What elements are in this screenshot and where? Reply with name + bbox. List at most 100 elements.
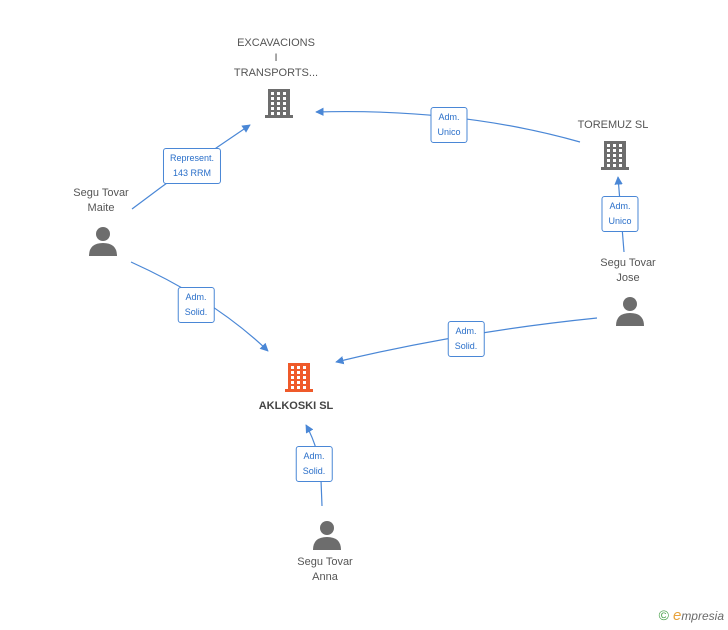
edge-label-jose-toremuz[interactable]: Adm. Unico xyxy=(601,196,639,232)
person-body xyxy=(89,243,117,256)
edge-label-line: Adm. xyxy=(455,326,477,336)
node-label-line: TOREMUZ SL xyxy=(577,119,649,131)
edge-label-toremuz-excavacions[interactable]: Adm. Unico xyxy=(430,107,468,143)
node-label-excavacions[interactable]: EXCAVACIONS I TRANSPORTS... xyxy=(234,36,318,81)
edge-label-line: Adm. xyxy=(438,112,460,122)
person-head xyxy=(320,521,334,535)
building-window xyxy=(297,376,300,379)
excavacions-building-icon xyxy=(265,89,293,118)
maite-person-icon xyxy=(89,227,117,256)
node-label-line: EXCAVACIONS xyxy=(237,37,315,49)
building-window xyxy=(607,144,610,147)
node-label-line: I xyxy=(274,52,278,64)
node-label-line: Jose xyxy=(616,272,640,284)
building-base xyxy=(285,389,313,392)
building-window xyxy=(271,102,274,105)
building-window xyxy=(613,154,616,157)
edge-label-maite-excavacions[interactable]: Represent. 143 RRM xyxy=(162,148,222,184)
building-window xyxy=(303,371,306,374)
building-window xyxy=(613,149,616,152)
building-window xyxy=(271,107,274,110)
building-window xyxy=(291,386,294,389)
brand-logo-letter: e xyxy=(672,607,682,624)
edge-label-line: Represent. xyxy=(169,153,215,163)
edge-label-line: 143 RRM xyxy=(172,168,211,178)
toremuz-building-icon xyxy=(601,141,629,170)
node-label-toremuz[interactable]: TOREMUZ SL xyxy=(578,118,649,133)
aklkoski-building-icon xyxy=(285,363,313,392)
brand-logo-text: mpresia xyxy=(681,609,724,623)
building-window xyxy=(291,371,294,374)
person-head xyxy=(623,297,637,311)
building-window xyxy=(619,144,622,147)
node-label-line: Segu Tovar xyxy=(297,556,353,568)
building-window xyxy=(297,366,300,369)
building-window xyxy=(619,159,622,162)
building-window xyxy=(283,97,286,100)
edge-label-line: Adm. xyxy=(609,201,631,211)
building-window xyxy=(291,381,294,384)
building-window xyxy=(619,164,622,167)
building-window xyxy=(283,112,286,115)
anna-person-icon xyxy=(313,521,341,550)
building-window xyxy=(277,92,280,95)
building-window xyxy=(607,149,610,152)
building-window xyxy=(283,92,286,95)
node-label-line: Maite xyxy=(87,202,115,214)
node-label-line: Segu Tovar xyxy=(73,187,129,199)
node-label-aklkoski[interactable]: AKLKOSKI SL xyxy=(259,399,334,414)
copyright-icon: © xyxy=(658,607,669,623)
building-window xyxy=(277,97,280,100)
building-window xyxy=(607,164,610,167)
edge-label-line: Solid. xyxy=(302,466,326,476)
building-window xyxy=(271,92,274,95)
icons-layer xyxy=(89,89,644,550)
building-window xyxy=(283,102,286,105)
person-head xyxy=(96,227,110,241)
building-window xyxy=(303,376,306,379)
node-label-line: Segu Tovar xyxy=(600,257,656,269)
building-window xyxy=(297,386,300,389)
edge-label-line: Unico xyxy=(437,127,461,137)
building-window xyxy=(607,159,610,162)
building-window xyxy=(607,154,610,157)
building-base xyxy=(601,167,629,170)
person-body xyxy=(313,537,341,550)
node-label-line: AKLKOSKI SL xyxy=(258,400,334,412)
building-window xyxy=(277,112,280,115)
node-label-line: Anna xyxy=(312,571,338,583)
building-window xyxy=(303,386,306,389)
building-base xyxy=(265,115,293,118)
building-window xyxy=(291,366,294,369)
building-window xyxy=(619,154,622,157)
edge-label-maite-aklkoski[interactable]: Adm. Solid. xyxy=(177,287,215,323)
building-window xyxy=(297,371,300,374)
person-body xyxy=(616,313,644,326)
building-window xyxy=(619,149,622,152)
building-window xyxy=(277,107,280,110)
building-window xyxy=(303,381,306,384)
node-label-line: TRANSPORTS... xyxy=(233,67,319,79)
edge-label-line: Solid. xyxy=(454,341,478,351)
building-window xyxy=(613,144,616,147)
building-window xyxy=(613,159,616,162)
footer-brand: ©empresia xyxy=(659,607,724,624)
building-window xyxy=(613,164,616,167)
building-window xyxy=(297,381,300,384)
building-window xyxy=(303,366,306,369)
edge-label-jose-aklkoski[interactable]: Adm. Solid. xyxy=(447,321,485,357)
jose-person-icon xyxy=(616,297,644,326)
edge-label-line: Adm. xyxy=(185,292,207,302)
building-window xyxy=(291,376,294,379)
edge-label-line: Unico xyxy=(608,216,632,226)
building-window xyxy=(271,112,274,115)
edge-label-anna-aklkoski[interactable]: Adm. Solid. xyxy=(295,446,333,482)
edge-label-line: Solid. xyxy=(184,307,208,317)
edge-label-line: Adm. xyxy=(303,451,325,461)
building-window xyxy=(271,97,274,100)
building-window xyxy=(277,102,280,105)
